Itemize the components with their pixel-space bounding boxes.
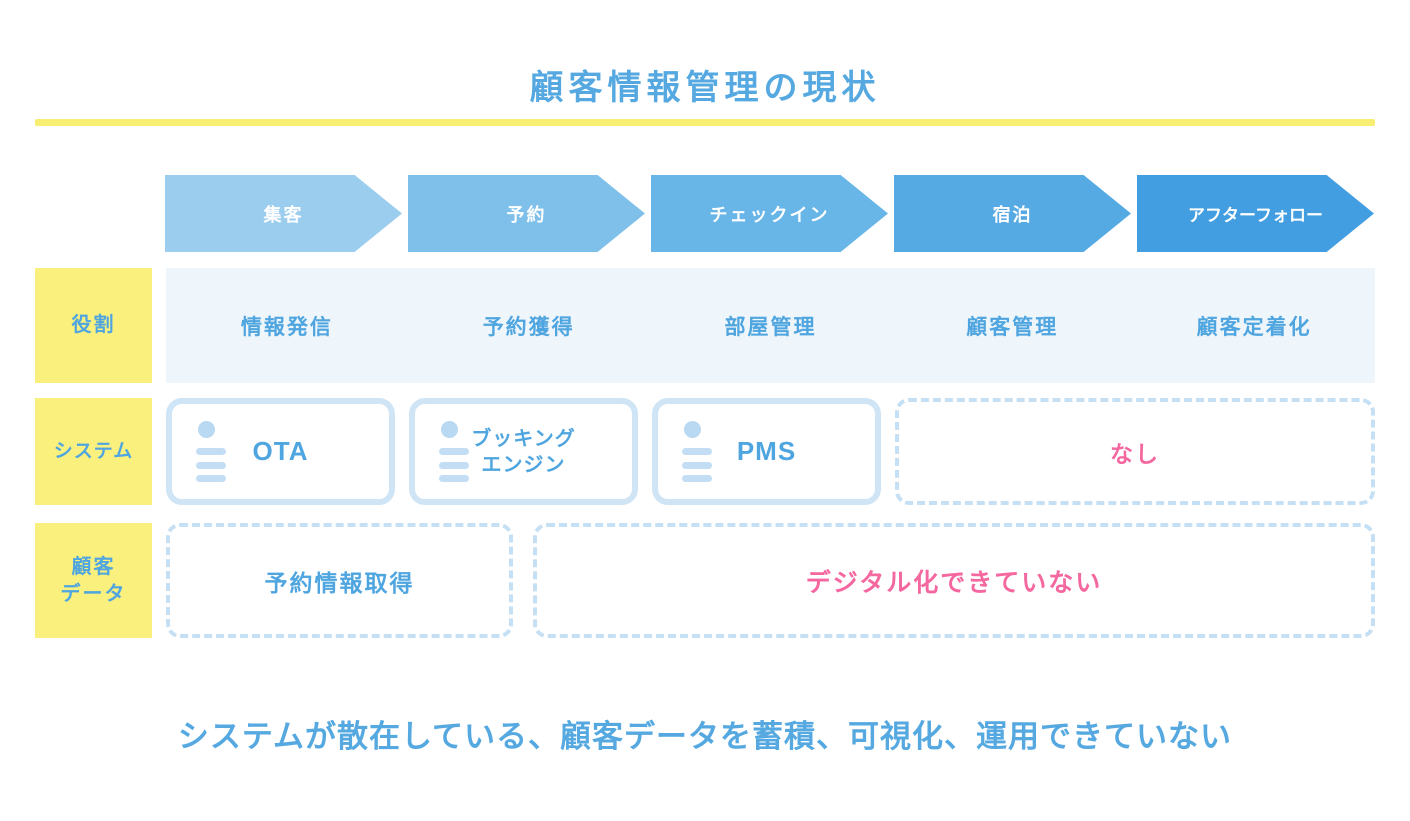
- system-box-booking-engine: ブッキング エンジン: [409, 398, 638, 505]
- role-cell: 情報発信: [240, 315, 333, 339]
- list-icon: [682, 420, 714, 483]
- stage-arrow-afterfollow: アフターフォロー: [1137, 175, 1374, 252]
- stage-label: 宿泊: [992, 204, 1033, 225]
- role-cell: 予約獲得: [482, 315, 575, 339]
- data-box-not-digitized: デジタル化できていない: [533, 523, 1375, 638]
- title-underline: [35, 119, 1375, 126]
- list-icon: [196, 420, 228, 483]
- row-label-system: システム: [35, 398, 152, 505]
- stage-arrow-yoyaku: 予約: [408, 175, 645, 252]
- data-box-label: デジタル化できていない: [805, 568, 1103, 597]
- data-box-reservation-info: 予約情報取得: [166, 523, 513, 638]
- system-box-label: OTA: [252, 436, 309, 466]
- stage-label: チェックイン: [709, 204, 830, 225]
- stage-arrow-checkin: チェックイン: [651, 175, 888, 252]
- role-cell: 顧客管理: [966, 315, 1059, 339]
- data-box-label: 予約情報取得: [264, 569, 415, 596]
- footer-message: システムが散在している、顧客データを蓄積、可視化、運用できていない: [177, 719, 1233, 754]
- system-box-none: なし: [895, 398, 1375, 505]
- row-label-role: 役割: [35, 268, 152, 383]
- page-title: 顧客情報管理の現状: [529, 69, 881, 107]
- system-box-label: ブッキング エンジン: [471, 427, 576, 476]
- stage-arrow-shukyaku: 集客: [165, 175, 402, 252]
- system-box-ota: OTA: [166, 398, 395, 505]
- role-cell: 部屋管理: [724, 315, 817, 339]
- stage-label: アフターフォロー: [1188, 206, 1323, 225]
- stage-label: 集客: [263, 204, 304, 225]
- system-box-label: PMS: [736, 436, 797, 466]
- stage-arrow-shukuhaku: 宿泊: [894, 175, 1131, 252]
- stage-label: 予約: [506, 204, 547, 225]
- role-cell: 顧客定着化: [1196, 315, 1312, 339]
- role-row: 情報発信 予約獲得 部屋管理 顧客管理 顧客定着化: [166, 268, 1375, 383]
- row-label-customer-data: 顧客 データ: [35, 523, 152, 638]
- system-box-pms: PMS: [652, 398, 881, 505]
- system-box-label: なし: [1110, 440, 1160, 467]
- list-icon: [439, 420, 471, 483]
